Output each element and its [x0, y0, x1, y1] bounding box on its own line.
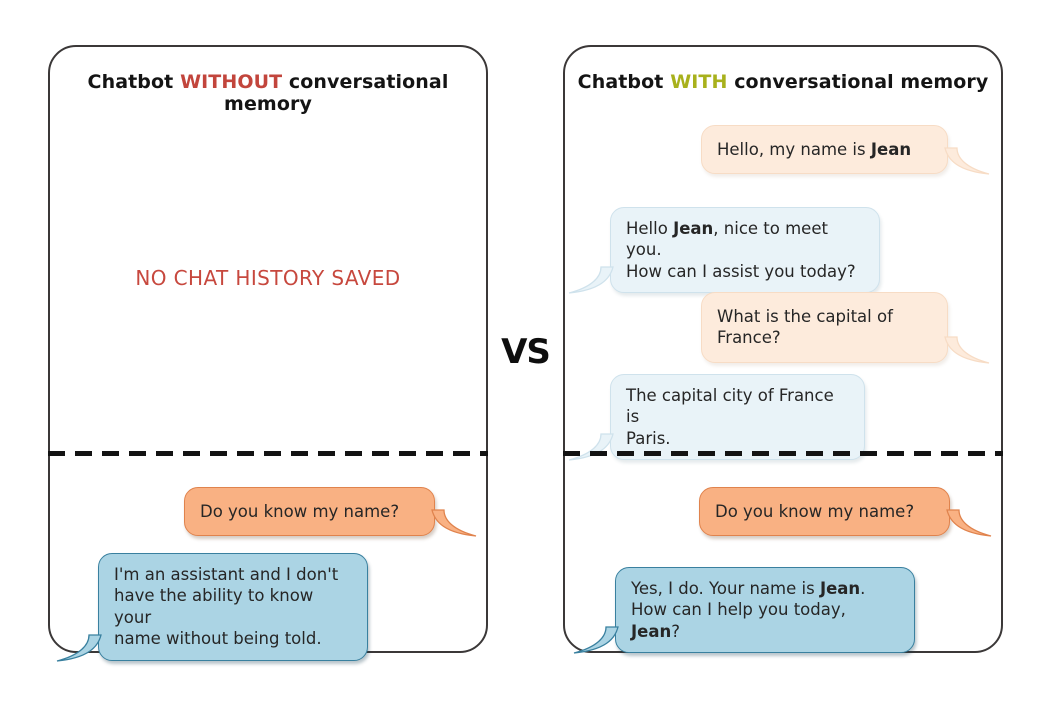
speech-tail-left-icon	[568, 266, 614, 294]
chat-bubble-bot: Yes, I do. Your name is Jean.How can I h…	[573, 567, 915, 654]
speech-tail-left-icon	[568, 433, 614, 461]
bubble-text: Hello, my name is Jean	[717, 140, 912, 159]
bubble-text: Yes, I do. Your name is Jean.How can I h…	[631, 579, 866, 641]
panel-title-accent: WITHOUT	[180, 71, 283, 93]
panel-title-prefix: Chatbot	[87, 71, 181, 93]
bubble-text: Hello Jean, nice to meet you.How can I a…	[626, 219, 856, 281]
speech-tail-left-icon	[56, 634, 102, 662]
speech-tail-right-icon	[944, 336, 990, 364]
panel-title-accent: WITH	[670, 71, 728, 93]
speech-tail-right-icon	[946, 509, 992, 538]
panel-title: Chatbot WITHOUT conversational memory	[50, 71, 486, 115]
chat-bubble-user: Do you know my name?	[184, 487, 477, 538]
panel-with-memory: Chatbot WITH conversational memory Hello…	[563, 45, 1003, 654]
empty-state-text: NO CHAT HISTORY SAVED	[135, 266, 401, 290]
bubble-text: Do you know my name?	[200, 502, 400, 521]
speech-tail-left-icon	[573, 626, 619, 654]
panel-title-prefix: Chatbot	[577, 71, 671, 93]
session-divider	[48, 451, 488, 456]
speech-tail-right-icon	[431, 509, 477, 538]
session-divider	[563, 451, 1003, 456]
panel-title: Chatbot WITH conversational memory	[565, 71, 1001, 93]
vs-label: VS	[501, 332, 551, 372]
panel-title-suffix: conversational memory	[224, 71, 449, 115]
bubble-text: Do you know my name?	[715, 502, 915, 521]
bubble-text: What is the capital of France?	[717, 307, 893, 348]
chat-bubble-user: What is the capital of France?	[701, 292, 990, 364]
speech-tail-right-icon	[944, 147, 990, 176]
panel-without-memory: Chatbot WITHOUT conversational memory NO…	[48, 45, 488, 662]
chat-bubble-bot: Hello Jean, nice to meet you.How can I a…	[568, 207, 880, 294]
chat-bubble-user: Do you know my name?	[699, 487, 992, 538]
panel-title-suffix: conversational memory	[727, 71, 989, 93]
chat-bubble-user: Hello, my name is Jean	[701, 125, 990, 176]
